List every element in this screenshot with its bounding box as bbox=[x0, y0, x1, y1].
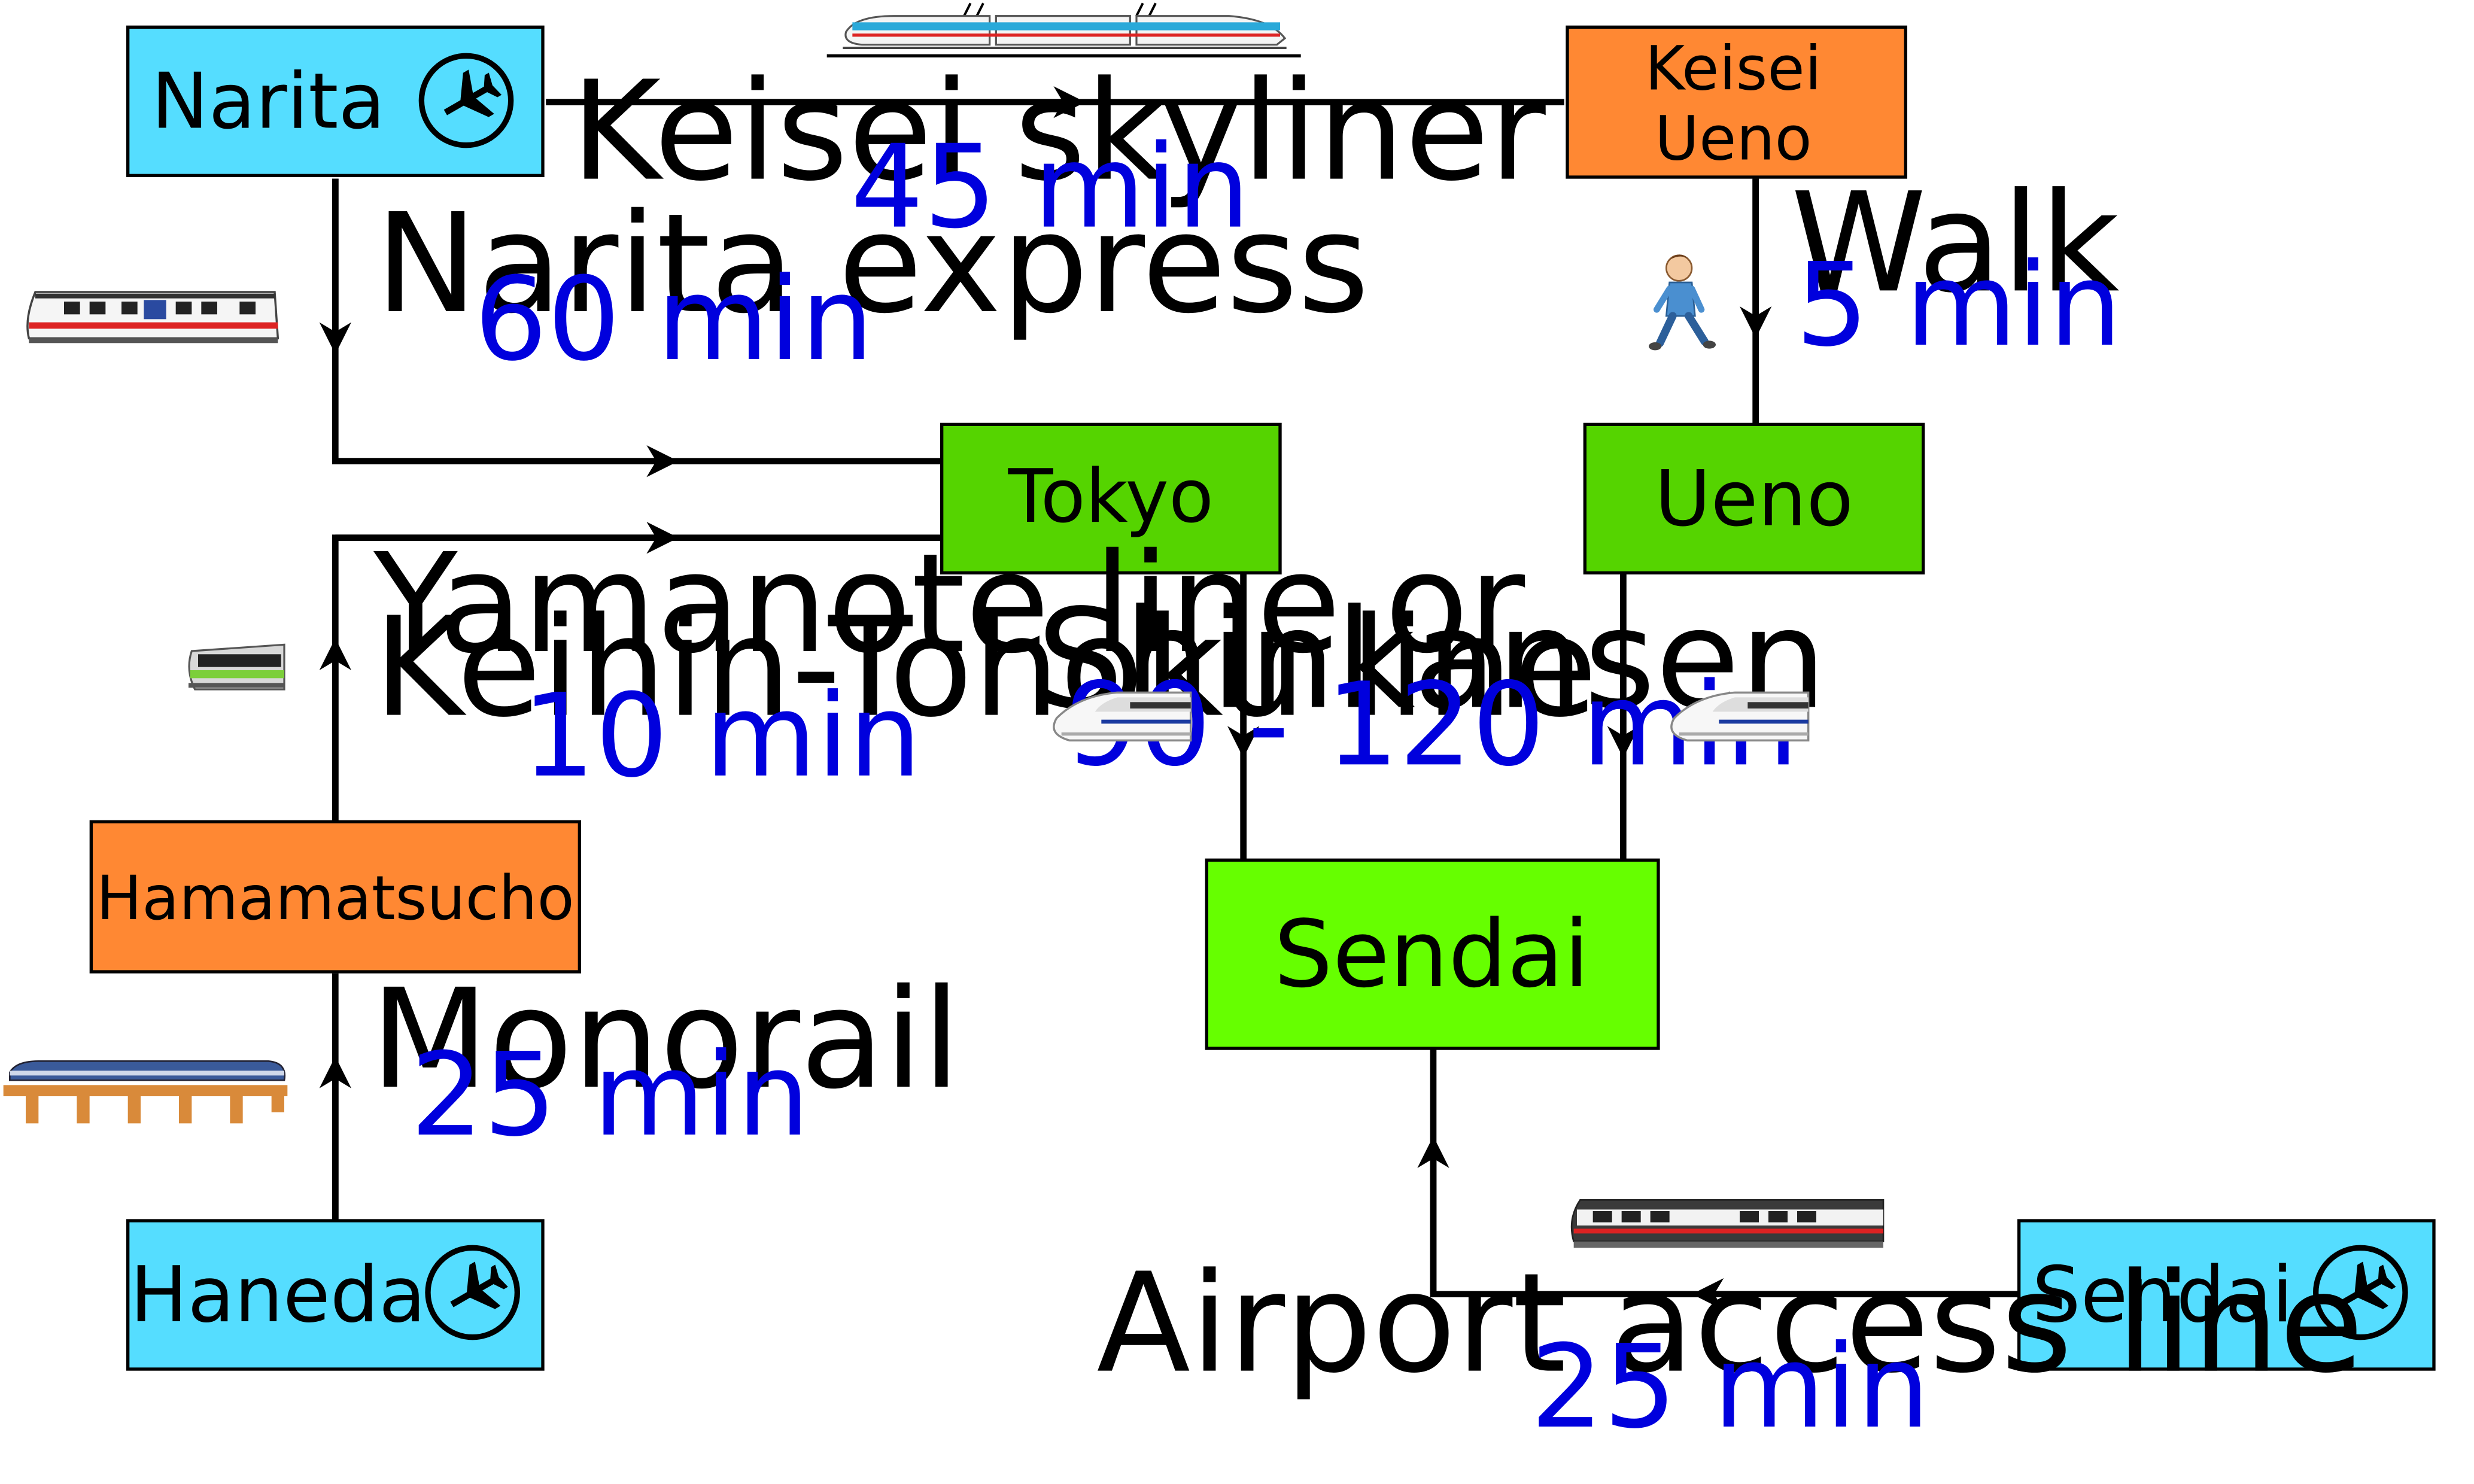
narita-express-train-icon bbox=[26, 291, 279, 343]
airport-access-train-icon bbox=[1570, 1199, 1885, 1248]
route-narita-express: Narita express 60 min bbox=[375, 184, 1369, 387]
route-walk-name: Walk bbox=[1791, 163, 2119, 323]
node-sendai-label: Sendai bbox=[1274, 901, 1589, 1008]
skyliner-train-icon bbox=[826, 2, 1301, 57]
route-monorail-name: Monorail bbox=[370, 960, 961, 1120]
route-narita-express-time: 60 min bbox=[474, 253, 873, 387]
node-haneda: Haneda bbox=[126, 1219, 545, 1371]
node-sendai-airport-label: Sendai bbox=[2032, 1251, 2293, 1340]
node-ueno-label: Ueno bbox=[1655, 454, 1853, 543]
route-yamanote-time: 10 min bbox=[522, 670, 921, 803]
connector-lines bbox=[319, 86, 2019, 1310]
node-tokyo: Tokyo bbox=[940, 422, 1282, 574]
route-airport-access-name: Airport access line bbox=[1096, 1244, 2363, 1404]
walking-person-icon bbox=[1649, 254, 1716, 351]
node-keisei-ueno-line2: Ueno bbox=[1655, 104, 1812, 174]
route-airport-access-time: 25 min bbox=[1530, 1321, 1929, 1454]
route-keisei-skyliner-name: Keisei skyliner bbox=[571, 52, 1546, 212]
route-shinkansen: Shinkansen 90 - 120 min bbox=[1037, 580, 1827, 792]
route-monorail: Monorail 25 min bbox=[370, 960, 961, 1162]
route-monorail-time: 25 min bbox=[411, 1029, 810, 1162]
route-walk-time: 5 min bbox=[1795, 239, 2122, 372]
route-yamanote-name-line2: Keihin-Tohoku line bbox=[373, 588, 1597, 748]
route-narita-express-name: Narita express bbox=[375, 184, 1369, 344]
route-walk: Walk 5 min bbox=[1791, 163, 2122, 372]
route-yamanote: Yamanote line or Keihin-Tohoku line 10 m… bbox=[373, 524, 1597, 803]
route-yamanote-name-line1: Yamanote line or bbox=[373, 524, 1525, 684]
node-sendai-airport: Sendai bbox=[2017, 1219, 2436, 1371]
node-ueno: Ueno bbox=[1583, 422, 1925, 574]
route-airport-access: Airport access line 25 min bbox=[1096, 1244, 2363, 1454]
node-hamamatsucho: Hamamatsucho bbox=[89, 820, 581, 974]
route-keisei-skyliner: Keisei skyliner 45 min bbox=[571, 52, 1546, 254]
node-sendai: Sendai bbox=[1205, 858, 1660, 1050]
node-keisei-ueno: Keisei Ueno bbox=[1566, 25, 1907, 179]
commuter-train-icon bbox=[188, 643, 285, 691]
node-haneda-label: Haneda bbox=[130, 1251, 425, 1340]
node-narita: Narita bbox=[126, 25, 545, 177]
node-hamamatsucho-label: Hamamatsucho bbox=[96, 863, 575, 933]
shinkansen-icon bbox=[1670, 691, 1810, 742]
route-keisei-skyliner-time: 45 min bbox=[850, 121, 1250, 254]
node-tokyo-label: Tokyo bbox=[1008, 454, 1214, 539]
monorail-icon bbox=[3, 1060, 288, 1124]
node-narita-label: Narita bbox=[151, 57, 385, 146]
node-keisei-ueno-line1: Keisei bbox=[1645, 33, 1822, 104]
shinkansen-icon bbox=[1053, 691, 1192, 742]
